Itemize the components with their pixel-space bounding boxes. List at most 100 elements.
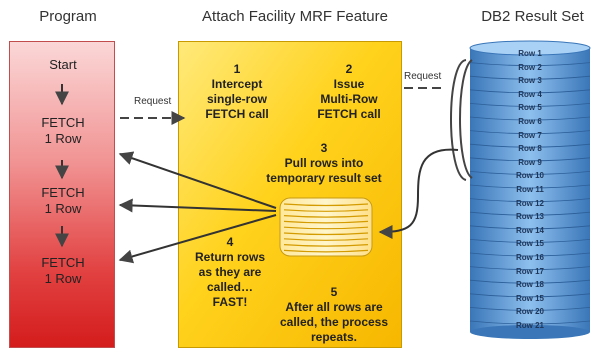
temp-result-line xyxy=(283,232,369,236)
db2-row-label: Row 17 xyxy=(515,266,544,276)
temp-result-line xyxy=(283,209,369,212)
pull-rows-arrow xyxy=(378,148,459,239)
fetch-1-label: FETCH 1 Row xyxy=(10,115,116,147)
db2-row-label: Row 12 xyxy=(515,198,544,208)
db2-row-divider xyxy=(469,211,591,216)
fetch-3-label: FETCH 1 Row xyxy=(10,255,116,287)
step-2-line3: FETCH call xyxy=(317,107,381,121)
db2-row-label: Row 18 xyxy=(515,280,544,290)
temp-result-line xyxy=(283,220,369,224)
program-column-title: Program xyxy=(39,8,97,25)
step-1-line2: single-row xyxy=(206,92,267,106)
step-3: 3 Pull rows into temporary result set xyxy=(249,141,399,186)
db2-row-label: Row 2 xyxy=(518,62,542,72)
db2-row-brace-inner xyxy=(459,59,473,179)
temp-result-line xyxy=(283,249,369,253)
fetch-3-line1: FETCH xyxy=(41,255,85,270)
db2-row-divider xyxy=(469,157,591,162)
step-1-number: 1 xyxy=(233,62,241,76)
step-5-line2: called, the process xyxy=(279,315,389,329)
step-2-line1: Issue xyxy=(333,77,365,91)
fetch-2-line2: 1 Row xyxy=(44,201,82,216)
return-arrows xyxy=(118,151,277,264)
step-4-line2: as they are xyxy=(198,265,262,279)
db2-row-divider xyxy=(469,225,591,230)
db2-row-label: Row 5 xyxy=(518,103,542,113)
step-3-line2: temporary result set xyxy=(266,171,382,185)
db2-row-label: Row 6 xyxy=(518,117,542,126)
step-2-line2: Multi-Row xyxy=(320,92,378,106)
fetch-1-line2: 1 Row xyxy=(44,131,82,146)
db2-row-divider xyxy=(469,293,591,298)
request-label-program: Request xyxy=(134,96,172,107)
temp-result-line xyxy=(283,215,369,218)
db2-row-label: Row 3 xyxy=(518,76,542,86)
db2-row-label: Row 7 xyxy=(518,130,542,140)
db2-row-label: Row 21 xyxy=(515,321,544,330)
db2-row-divider xyxy=(469,75,591,80)
db2-row-divider xyxy=(469,184,591,189)
request-label-db2: Request xyxy=(404,71,442,82)
step-1-line3: FETCH call xyxy=(205,107,269,121)
db2-row-label: Row 11 xyxy=(516,185,544,194)
db2-row-label: Row 4 xyxy=(518,89,542,99)
step-1: 1 Intercept single-row FETCH call xyxy=(187,62,287,122)
return-arrow-3 xyxy=(118,214,277,264)
step-5-number: 5 xyxy=(330,285,338,299)
db2-row-label: Row 13 xyxy=(515,212,544,222)
start-label: Start xyxy=(49,57,77,72)
temp-result-set xyxy=(279,197,373,257)
step-4-number: 4 xyxy=(226,235,234,249)
db2-row-divider xyxy=(469,130,591,134)
temp-result-line xyxy=(283,244,369,247)
db2-row-label: Row 9 xyxy=(518,157,542,167)
db2-row-divider xyxy=(469,279,591,284)
db2-row-label: Row 20 xyxy=(515,307,544,317)
db2-row-label: Row 8 xyxy=(518,144,542,154)
db2-column-title: DB2 Result Set xyxy=(481,8,584,25)
fetch-2-label: FETCH 1 Row xyxy=(10,185,116,217)
db2-row-dividers xyxy=(469,62,591,325)
step-4: 4 Return rows as they are called… FAST! xyxy=(185,235,275,310)
step-5-line3: repeats. xyxy=(310,330,358,344)
db2-row-divider xyxy=(469,116,591,121)
mrf-feature-box: 1 Intercept single-row FETCH call 2 Issu… xyxy=(178,41,402,348)
db2-cylinder-bottom xyxy=(470,325,590,339)
db2-row-label: Row 1 xyxy=(518,49,542,58)
step-4-line4: FAST! xyxy=(212,295,248,309)
db2-row-divider xyxy=(469,143,591,148)
return-arrow-2 xyxy=(118,198,277,213)
temp-result-line xyxy=(283,203,369,207)
mrf-column-title: Attach Facility MRF Feature xyxy=(202,8,388,25)
fetch-3-line2: 1 Row xyxy=(44,271,82,286)
step-4-line3: called… xyxy=(206,280,254,294)
db2-row-divider xyxy=(469,62,591,66)
db2-row-brace xyxy=(450,59,467,181)
db2-row-divider xyxy=(469,239,591,243)
db2-cylinder-top xyxy=(469,40,591,56)
db2-row-divider xyxy=(469,320,591,325)
step-5: 5 After all rows are called, the process… xyxy=(269,285,399,345)
step-1-line1: Intercept xyxy=(211,77,263,91)
db2-row-label: Row 16 xyxy=(515,253,544,262)
db2-row-divider xyxy=(469,171,591,175)
db2-row-divider xyxy=(469,89,591,94)
step-5-line1: After all rows are xyxy=(285,300,383,314)
step-4-line1: Return rows xyxy=(194,250,265,264)
db2-row-divider xyxy=(469,198,591,202)
temp-result-line xyxy=(283,238,369,241)
step-2-number: 2 xyxy=(345,62,353,76)
step-3-line1: Pull rows into xyxy=(284,156,364,170)
db2-disk-stack xyxy=(469,40,591,339)
db2-cylinder-body xyxy=(470,48,590,332)
db2-row-label: Row 10 xyxy=(515,171,544,181)
db2-row-label: Row 15 xyxy=(515,239,544,249)
db2-row-divider xyxy=(469,103,591,107)
fetch-2-line1: FETCH xyxy=(41,185,85,200)
db2-row-divider xyxy=(469,266,591,270)
step-3-number: 3 xyxy=(320,141,328,155)
step-2: 2 Issue Multi-Row FETCH call xyxy=(299,62,399,122)
db2-row-divider xyxy=(469,252,591,257)
temp-result-line xyxy=(283,226,369,230)
